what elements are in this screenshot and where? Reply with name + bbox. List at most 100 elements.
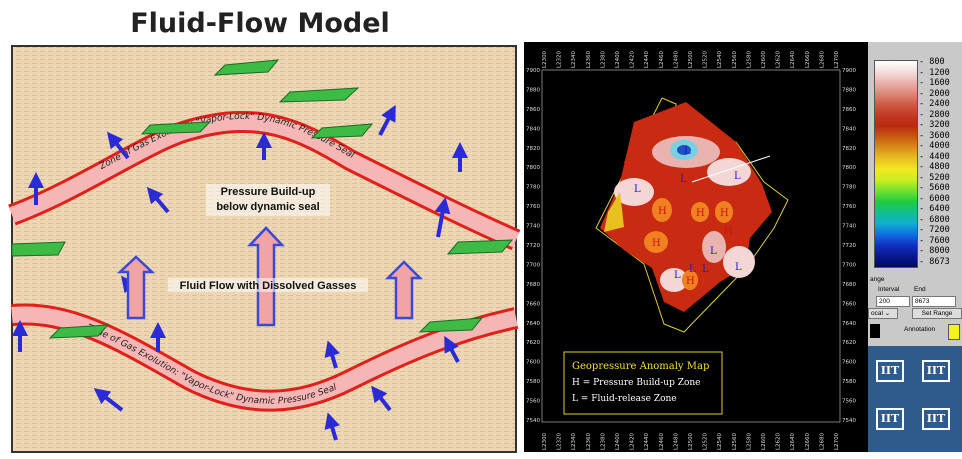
map-frame bbox=[541, 69, 841, 423]
y-tick-label: 7900 bbox=[842, 68, 856, 74]
h-mark: H bbox=[720, 208, 729, 219]
x-tick-label: L2340 bbox=[571, 432, 577, 450]
x-tick-label: L2400 bbox=[615, 432, 621, 450]
scale-label: - 1200 bbox=[919, 67, 950, 78]
y-tick-label: 7800 bbox=[842, 165, 856, 171]
iit-logo: IIT bbox=[916, 402, 956, 436]
gas-lens bbox=[140, 121, 212, 135]
x-tick-label: L2440 bbox=[644, 432, 650, 450]
x-tick-label: L2340 bbox=[571, 50, 577, 68]
y-tick-label: 7740 bbox=[842, 224, 856, 230]
y-tick-label: 7740 bbox=[526, 224, 540, 230]
end-input[interactable]: 8673 bbox=[912, 296, 956, 307]
l-mark: L bbox=[689, 264, 696, 275]
scale-label: - 1600 bbox=[919, 78, 950, 89]
x-tick-label: L2640 bbox=[790, 50, 796, 68]
l-mark: L bbox=[674, 270, 681, 281]
y-tick-label: 7580 bbox=[526, 379, 540, 385]
h-mark: H bbox=[724, 226, 733, 237]
y-tick-label: 7620 bbox=[842, 340, 856, 346]
y-axis-left-ticks: 7900788078607840782078007780776077407720… bbox=[526, 68, 540, 424]
scale-label: - 5600 bbox=[919, 183, 950, 194]
y-tick-label: 7680 bbox=[526, 282, 540, 288]
x-tick-label: L2380 bbox=[600, 50, 606, 68]
x-tick-label: L2540 bbox=[717, 432, 723, 450]
x-tick-label: L2300 bbox=[542, 432, 548, 450]
map-canvas: 7900788078607840782078007780776077407720… bbox=[526, 50, 856, 450]
x-tick-label: L2500 bbox=[688, 50, 694, 68]
y-tick-label: 7700 bbox=[526, 262, 540, 268]
scale-label: - 3200 bbox=[919, 120, 950, 131]
y-tick-label: 7660 bbox=[842, 301, 856, 307]
y-tick-label: 7720 bbox=[842, 243, 856, 249]
x-tick-label: L2460 bbox=[659, 432, 665, 450]
gas-lens bbox=[418, 317, 484, 333]
annotation-color-swatch[interactable] bbox=[948, 324, 960, 340]
l-mark: L bbox=[702, 264, 709, 275]
scale-label: - 4400 bbox=[919, 151, 950, 162]
h-mark: H bbox=[696, 208, 705, 219]
y-tick-label: 7860 bbox=[526, 107, 540, 113]
gas-lens bbox=[213, 59, 280, 76]
fluid-flow-label: Fluid Flow with Dissolved Gasses bbox=[180, 280, 357, 292]
x-tick-label: L2360 bbox=[586, 432, 592, 450]
l-mark: L bbox=[634, 184, 641, 195]
x-tick-label: L2500 bbox=[688, 432, 694, 450]
map-legend-title: Geopressure Anomaly Map bbox=[572, 361, 709, 372]
y-tick-label: 7560 bbox=[526, 399, 540, 405]
set-range-button[interactable]: Set Range bbox=[912, 308, 962, 319]
scale-label: - 7200 bbox=[919, 225, 950, 236]
h-mark: H bbox=[686, 276, 695, 287]
x-tick-label: L2480 bbox=[673, 432, 679, 450]
color-scale bbox=[874, 60, 918, 268]
iit-logo: IIT bbox=[870, 354, 910, 388]
x-tick-label: L2360 bbox=[586, 50, 592, 68]
gas-lens bbox=[310, 123, 374, 139]
y-tick-label: 7580 bbox=[842, 379, 856, 385]
y-tick-label: 7900 bbox=[526, 68, 540, 74]
x-tick-label: L2700 bbox=[834, 432, 840, 450]
iit-logo: IIT bbox=[916, 354, 956, 388]
y-tick-label: 7880 bbox=[842, 87, 856, 93]
y-tick-label: 7760 bbox=[526, 204, 540, 210]
x-tick-label: L2680 bbox=[819, 50, 825, 68]
map-legend-box bbox=[563, 351, 723, 415]
l-mark: L bbox=[710, 246, 717, 257]
anomaly-area bbox=[600, 102, 772, 312]
x-tick-label: L2640 bbox=[790, 432, 796, 450]
y-tick-label: 7800 bbox=[526, 165, 540, 171]
pressure-buildup-label-1: Pressure Build-up bbox=[221, 186, 316, 198]
mode-select[interactable]: ocal ⌄ bbox=[868, 308, 898, 319]
x-tick-label: L2420 bbox=[630, 50, 636, 68]
x-tick-label: L2660 bbox=[805, 50, 811, 68]
x-tick-label: L2700 bbox=[834, 50, 840, 68]
section-line-red bbox=[623, 161, 697, 189]
fluid-flow-model-diagram: Fluid-Flow Model Zone of Gas Exolution: … bbox=[8, 8, 520, 453]
logo-panel: IIT IIT IIT IIT bbox=[868, 346, 962, 452]
interval-input[interactable]: 200 bbox=[876, 296, 910, 307]
y-tick-label: 7620 bbox=[526, 340, 540, 346]
y-tick-label: 7860 bbox=[842, 107, 856, 113]
scale-label: - 4800 bbox=[919, 162, 950, 173]
pressure-arrow bbox=[384, 260, 424, 320]
section-line bbox=[691, 155, 771, 183]
l-mark: L bbox=[734, 171, 741, 182]
color-swatch-black[interactable] bbox=[870, 324, 880, 338]
l-mark: L bbox=[735, 262, 742, 273]
y-tick-label: 7840 bbox=[842, 126, 856, 132]
x-tick-label: L2620 bbox=[776, 50, 782, 68]
y-tick-label: 7760 bbox=[842, 204, 856, 210]
y-tick-label: 7840 bbox=[526, 126, 540, 132]
x-tick-label: L2620 bbox=[776, 432, 782, 450]
y-tick-label: 7560 bbox=[842, 399, 856, 405]
mode-select-value: ocal bbox=[871, 310, 883, 317]
x-tick-label: L2560 bbox=[732, 50, 738, 68]
map-legend-h: H = Pressure Build-up Zone bbox=[572, 378, 701, 388]
y-tick-label: 7820 bbox=[526, 146, 540, 152]
end-label: End bbox=[914, 286, 926, 293]
x-tick-label: L2580 bbox=[746, 50, 752, 68]
y-tick-label: 7540 bbox=[526, 418, 540, 424]
x-tick-label: L2660 bbox=[805, 432, 811, 450]
